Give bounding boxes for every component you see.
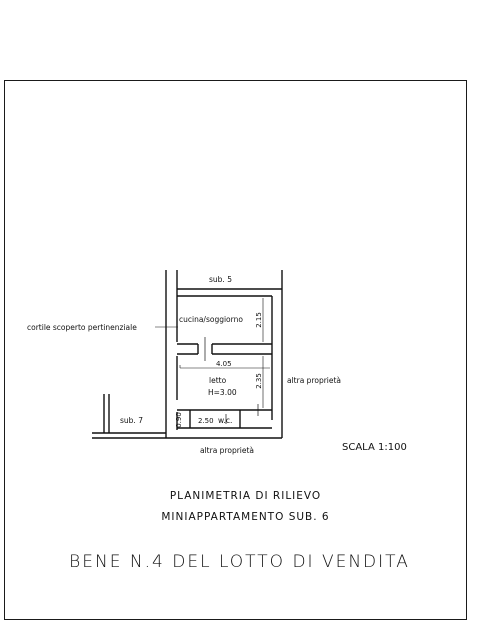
dim-kitchen-depth: 2.15 bbox=[255, 312, 263, 328]
caption-unit: MINIAPPARTAMENTO SUB. 6 bbox=[161, 511, 330, 523]
label-other-property-bottom: altra proprietà bbox=[200, 446, 254, 455]
floor-plan: sub. 5 cortile scoperto pertinenziale cu… bbox=[27, 270, 341, 455]
drawing-sheet: sub. 5 cortile scoperto pertinenziale cu… bbox=[4, 80, 467, 620]
caption-survey: PLANIMETRIA DI RILIEVO bbox=[169, 490, 322, 502]
label-sub7: sub. 7 bbox=[120, 416, 143, 425]
label-height: H=3.00 bbox=[208, 388, 237, 397]
dim-bedroom-width: 4.05 bbox=[216, 360, 232, 368]
scale-label: SCALA 1:100 bbox=[342, 442, 407, 453]
caption-title: BENE N.4 DEL LOTTO DI VENDITA bbox=[69, 552, 410, 572]
dim-wc-depth: 0.90 bbox=[175, 412, 183, 428]
label-courtyard: cortile scoperto pertinenziale bbox=[27, 323, 137, 332]
dim-bedroom-depth: 2.35 bbox=[255, 373, 263, 389]
label-sub5: sub. 5 bbox=[209, 275, 232, 284]
label-other-property-right: altra proprietà bbox=[287, 376, 341, 385]
label-bedroom: letto bbox=[209, 376, 227, 385]
dim-wc-width: 2.50 bbox=[198, 417, 214, 425]
label-wc: w.c. bbox=[218, 416, 232, 425]
label-kitchen: cucina/soggiorno bbox=[179, 315, 243, 324]
